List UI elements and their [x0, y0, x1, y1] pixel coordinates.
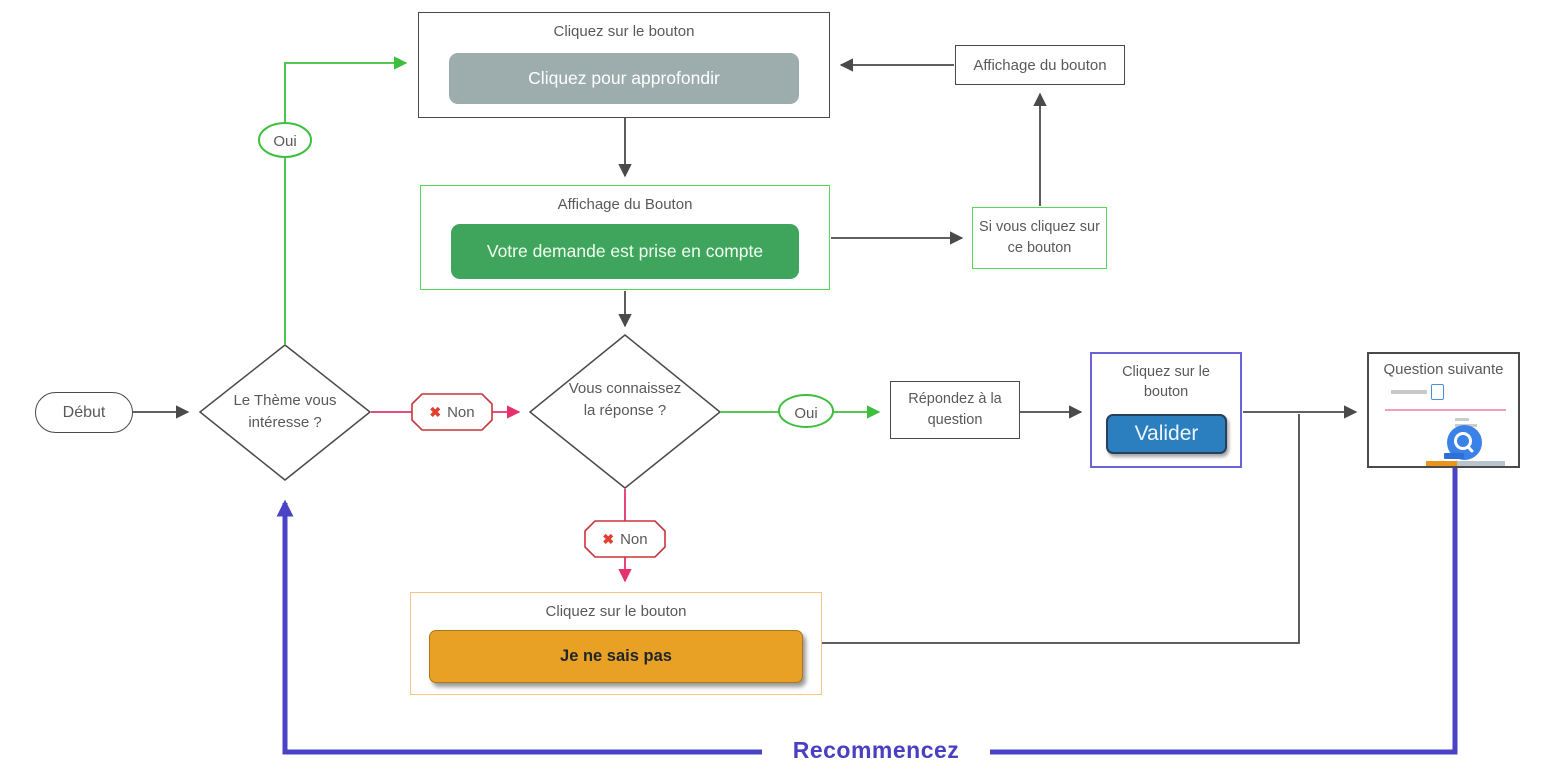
node-label: Si vous cliquez sur ce bouton: [979, 218, 1100, 256]
decision-theme-shape: [198, 344, 372, 481]
no-badge-1: ✖ Non: [412, 394, 492, 430]
next-question-thumbnail: [1369, 354, 1518, 466]
yes-badge-2-label: Oui: [794, 405, 818, 422]
approfondir-button[interactable]: Cliquez pour approfondir: [449, 53, 799, 104]
je-ne-sais-pas-button[interactable]: Je ne sais pas: [429, 630, 803, 683]
no-badge-1-label: Non: [447, 403, 475, 421]
restart-label: Recommencez: [762, 737, 990, 764]
node-label: Question suivante: [1383, 361, 1504, 378]
node-label: Répondez à la question: [908, 390, 1002, 428]
node-display-button-green: Affichage du Bouton Votre demande est pr…: [420, 185, 830, 290]
start-node: Début: [35, 392, 133, 433]
valider-button-label: Valider: [1134, 422, 1199, 445]
edge-dontknow-to-nextquestion: [822, 414, 1300, 644]
no-badge-2-shape: [584, 520, 666, 558]
node-answer-question: Répondez à la question: [890, 381, 1020, 439]
yes-badge-2-shape: [778, 394, 834, 428]
node-click-button-top: Cliquez sur le bouton Cliquez pour appro…: [418, 12, 830, 118]
node-next-question: Question suivante: [1367, 352, 1520, 468]
node-label: Affichage du bouton: [973, 56, 1107, 74]
start-label: Début: [62, 403, 106, 421]
yes-badge-1-label: Oui: [273, 133, 297, 150]
thumb-divider: [1385, 409, 1506, 411]
red-x-icon: ✖: [602, 530, 615, 547]
node-label: Cliquez sur le bouton: [553, 23, 695, 40]
approfondir-button-label: Cliquez pour approfondir: [528, 68, 720, 88]
document-icon: [1431, 384, 1444, 400]
thumb-gray-bar: [1457, 461, 1505, 466]
thumb-orange-bar: [1426, 461, 1457, 466]
decision-theme-label: Le Thème vous intéresse ?: [233, 392, 337, 431]
edge-theme-yes-to-topbox: [284, 56, 408, 344]
demande-prise-button-label: Votre demande est prise en compte: [486, 241, 764, 261]
node-label: Cliquez sur le bouton: [545, 603, 687, 620]
node-if-click: Si vous cliquez sur ce bouton: [972, 207, 1107, 269]
thumb-question-text: [1391, 390, 1427, 394]
decision-answer-label: Vous connaissez la réponse ?: [568, 380, 682, 419]
node-label: Affichage du Bouton: [557, 196, 693, 213]
node-display-button-top: Affichage du bouton: [955, 45, 1125, 85]
node-dont-know: Cliquez sur le bouton Je ne sais pas: [410, 592, 822, 695]
thumb-option: [1455, 418, 1469, 421]
je-ne-sais-pas-button-label: Je ne sais pas: [560, 647, 672, 665]
node-label: Cliquez sur le bouton: [1122, 364, 1210, 401]
node-validate: Cliquez sur le bouton Valider: [1090, 352, 1242, 468]
no-badge-2: ✖ Non: [585, 521, 665, 557]
valider-button[interactable]: Valider: [1106, 414, 1227, 454]
thumb-blue-button: [1444, 453, 1464, 459]
demande-prise-button[interactable]: Votre demande est prise en compte: [451, 224, 799, 279]
no-badge-1-shape: [411, 393, 493, 431]
no-badge-2-label: Non: [620, 530, 648, 548]
red-x-icon: ✖: [429, 403, 442, 420]
decision-answer-shape: [528, 334, 722, 489]
yes-badge-1-shape: [258, 122, 312, 158]
